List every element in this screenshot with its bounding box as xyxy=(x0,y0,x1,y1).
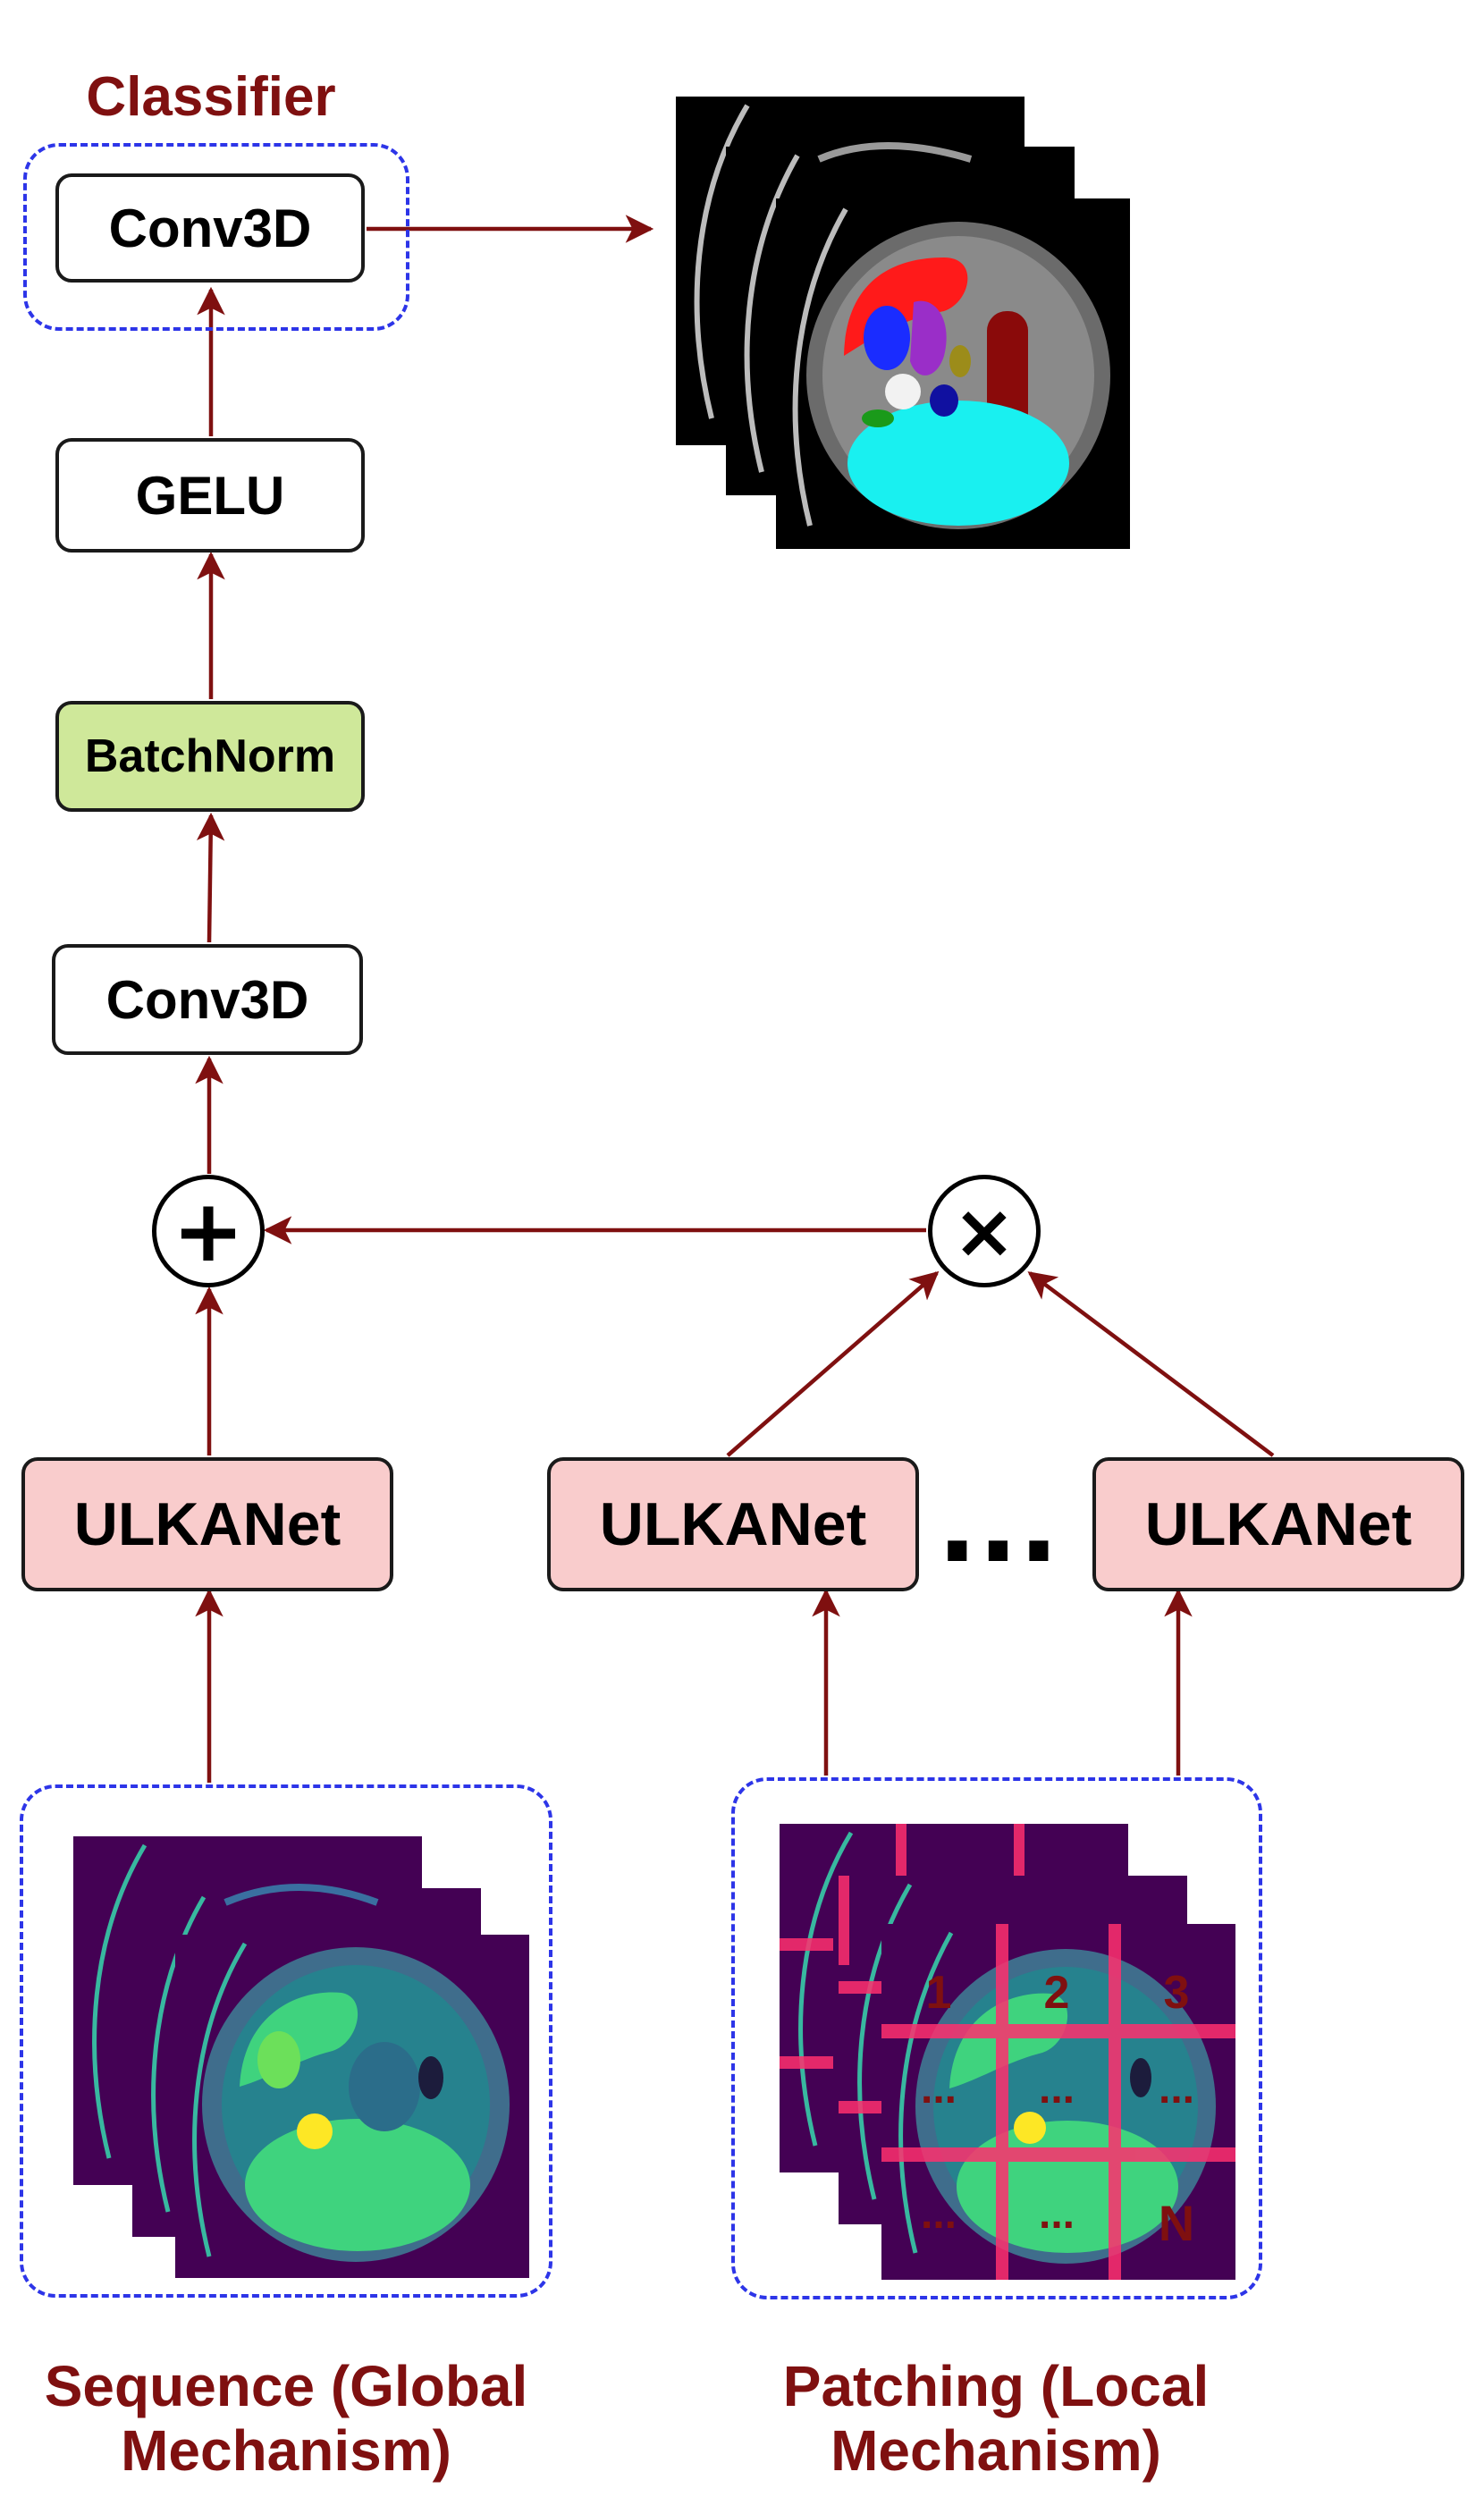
global-scan-slice-back-body xyxy=(92,1843,148,2159)
local-scan-slice-front-body xyxy=(898,1931,954,2254)
global-caption-line2: Mechanism) xyxy=(121,2417,451,2483)
add-operator: + xyxy=(152,1175,265,1287)
global-scan-aorta xyxy=(418,2056,443,2099)
local-caption-line2: Mechanism) xyxy=(831,2417,1161,2483)
patch-grid-horizontal-2 xyxy=(881,2147,1235,2162)
output-slice-front-body xyxy=(792,207,848,527)
local-scan-stack: 1 2 3 ... ... ... ... ... N xyxy=(780,1824,1235,2280)
segment-left-kidney xyxy=(864,306,910,370)
segment-gallbladder xyxy=(862,409,894,427)
local-caption-line1: Patching (Local xyxy=(782,2354,1210,2418)
classifier-group xyxy=(23,143,409,331)
output-slice-back-body xyxy=(694,104,750,419)
global-scan-organ-liver xyxy=(245,2119,470,2251)
patch-grid-back-marker-2 xyxy=(780,2056,833,2069)
segment-liver xyxy=(847,401,1069,526)
local-scan-slice-back-body xyxy=(798,1831,854,2147)
local-input-group xyxy=(731,1777,1262,2299)
global-caption-line1: Sequence (Global xyxy=(44,2354,528,2418)
patch-grid-top-edge xyxy=(839,1876,849,1965)
global-scan-vertebra xyxy=(297,2113,333,2149)
arrow-conv-to-batchnorm xyxy=(196,812,225,943)
gelu-block: GELU xyxy=(55,438,365,553)
arrow-ulkanet-local-last-to-multiply xyxy=(1027,1271,1275,1457)
global-scan-gut xyxy=(349,2042,420,2131)
conv3d-block: Conv3D xyxy=(52,944,363,1055)
patch-grid-vertical-2 xyxy=(1109,1924,1121,2280)
patch-grid-horizontal-1 xyxy=(881,2024,1235,2038)
patch-grid-vertical-1 xyxy=(996,1924,1008,2280)
classifier-title: Classifier xyxy=(86,66,336,128)
global-input-caption: Sequence (Global Mechanism) xyxy=(0,2354,572,2483)
local-scan-slice-middle-body xyxy=(857,1883,913,2200)
patch-dots-row2-col3: ... xyxy=(1159,2065,1194,2113)
patch-grid-middle-marker-2 xyxy=(839,2101,881,2113)
segment-right-kidney xyxy=(930,384,958,417)
multiply-operator: × xyxy=(928,1175,1041,1287)
global-scan-stack xyxy=(73,1836,529,2278)
output-slice-middle-rim xyxy=(817,142,973,163)
patch-grid-back-top-1 xyxy=(896,1824,906,1876)
classifier-conv3d-block: Conv3D xyxy=(55,173,365,283)
global-input-group xyxy=(20,1784,552,2298)
patch-label-n: N xyxy=(1159,2195,1194,2251)
local-scan-aorta xyxy=(1130,2058,1151,2097)
patch-dots-row3-col2: ... xyxy=(1039,2190,1075,2238)
local-input-caption: Patching (Local Mechanism) xyxy=(701,2354,1291,2483)
segment-pancreas xyxy=(949,345,971,377)
segment-vertebra xyxy=(885,374,921,409)
patch-label-3: 3 xyxy=(1164,1967,1190,2019)
segment-stomach xyxy=(910,300,947,375)
output-slice-middle-body xyxy=(744,154,800,473)
global-scan-organ-kidney xyxy=(257,2031,300,2088)
segmentation-output-stack xyxy=(676,97,1130,549)
patch-dots-row2-col2: ... xyxy=(1039,2065,1075,2113)
ulkanet-local-first-block: ULKANet xyxy=(547,1457,919,1591)
batchnorm-block: BatchNorm xyxy=(55,701,365,812)
patch-grid-back-marker-1 xyxy=(780,1938,833,1951)
local-scan-vertebra xyxy=(1014,2112,1046,2144)
global-scan-slice-middle-rim xyxy=(223,1884,379,1906)
patch-dots-row3-col1: ... xyxy=(921,2190,957,2238)
patch-grid-back-top-2 xyxy=(1014,1824,1024,1876)
global-scan-slice-front-body xyxy=(192,1942,248,2257)
local-scan-organ-left xyxy=(949,1993,1068,2088)
arrow-ulkanet-local-first-to-multiply xyxy=(726,1270,940,1457)
patch-dots-row2-col1: ... xyxy=(921,2065,957,2113)
patch-label-2: 2 xyxy=(1044,1967,1070,2019)
patch-label-1: 1 xyxy=(926,1967,952,2019)
patch-grid-middle-marker-1 xyxy=(839,1981,881,1994)
ulkanet-global-block: ULKANet xyxy=(21,1457,393,1591)
ulkanet-ellipsis: ... xyxy=(937,1463,1059,1587)
ulkanet-local-last-block: ULKANet xyxy=(1092,1457,1464,1591)
